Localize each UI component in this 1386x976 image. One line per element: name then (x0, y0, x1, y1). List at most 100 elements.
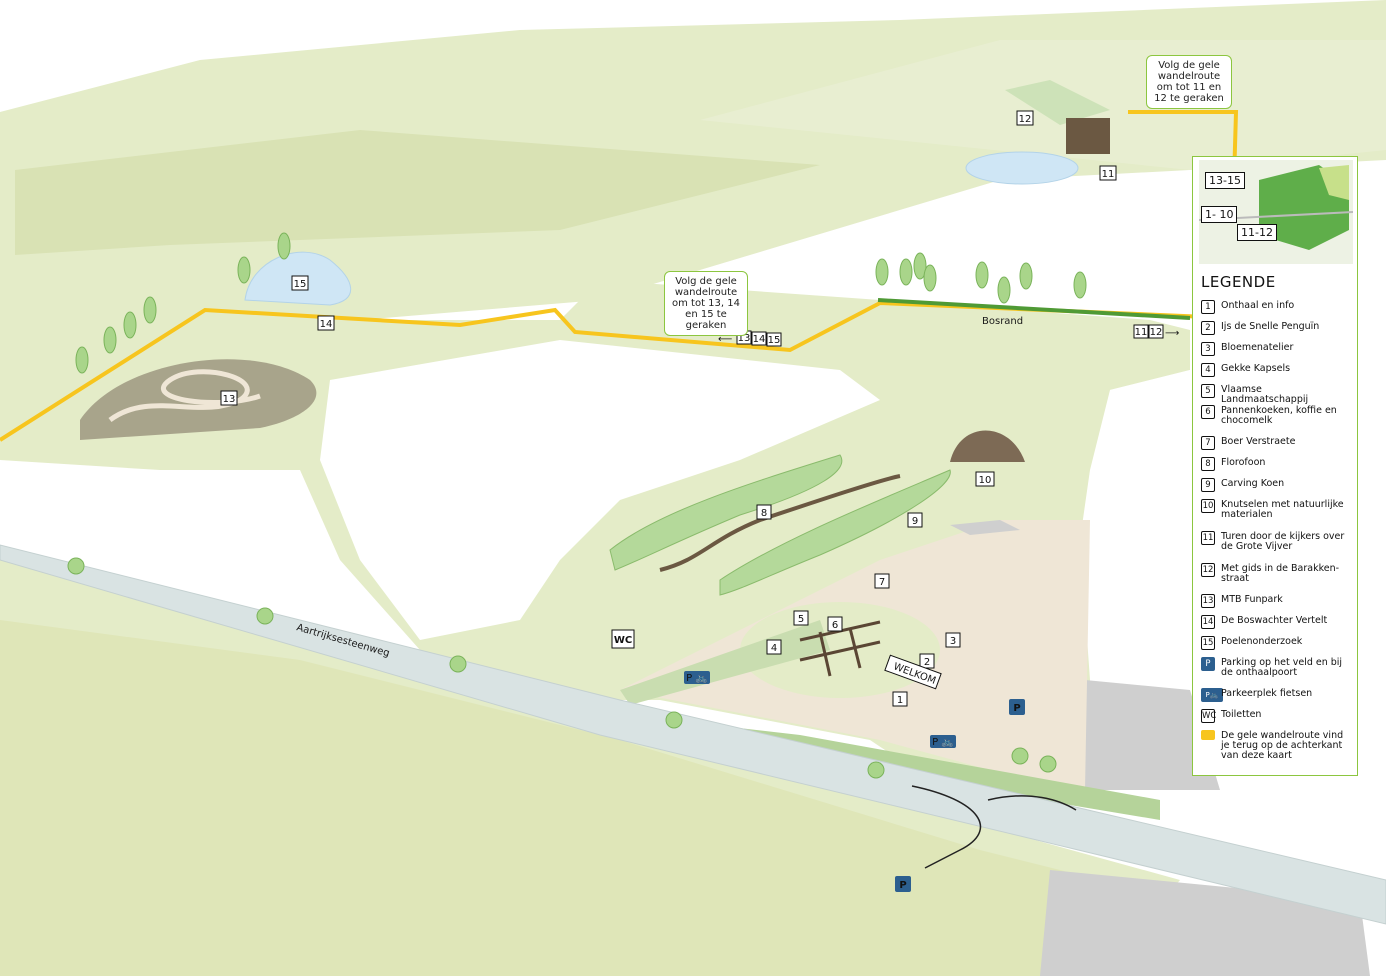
inset-label-13-15: 13-15 (1205, 172, 1245, 189)
svg-text:10: 10 (979, 475, 992, 486)
inset-map: 13-15 1- 10 11-12 (1199, 160, 1353, 264)
marker-9: 9 (907, 512, 923, 528)
hedge-8-south (719, 469, 951, 596)
field-south-dark (0, 620, 1100, 976)
legend-text: Vlaamse Landmaatschappij (1221, 384, 1309, 405)
marker-12: 12 (1016, 110, 1034, 126)
marker-14: 14 (317, 315, 335, 331)
deer-mound (950, 430, 1025, 462)
legend-key: 13 (1201, 594, 1215, 608)
marker-13: 13 (220, 390, 238, 406)
legend-text: De Boswachter Vertelt (1221, 615, 1328, 626)
legend-text: Knutselen met natuurlijke materialen (1221, 499, 1344, 520)
observation-hut (1066, 118, 1110, 154)
inset-label-1-10: 1- 10 (1201, 206, 1238, 223)
legend-key: 4 (1201, 363, 1215, 377)
white-clearing (320, 340, 880, 640)
legend-key: 10 (1201, 499, 1215, 513)
svg-text:12: 12 (1019, 114, 1032, 125)
bosrand-label: Bosrand (982, 316, 1023, 327)
marker-11: 11 (1099, 165, 1117, 181)
legend-key (1201, 730, 1215, 740)
legend-text: Florofoon (1221, 457, 1266, 468)
legend-key: 8 (1201, 457, 1215, 471)
grey-pad (950, 520, 1020, 535)
legend-key: 7 (1201, 436, 1215, 450)
field-strip (15, 130, 820, 255)
svg-text:14: 14 (320, 319, 333, 330)
legend-key: 9 (1201, 478, 1215, 492)
yellow-route (0, 300, 1231, 442)
hedge-8-north (609, 454, 843, 571)
mtb-track (108, 369, 261, 423)
marker-6: 6 (827, 616, 843, 632)
svg-text:5: 5 (798, 614, 804, 625)
marker-2: 2 (919, 653, 935, 669)
marker-4: 4 (766, 639, 782, 655)
legend-text: Gekke Kapsels (1221, 363, 1291, 374)
svg-text:13: 13 (223, 394, 236, 405)
legend-text: Turen door de kijkers over de Grote Vijv… (1221, 531, 1345, 552)
map-markers: 1 2 3 4 5 6 7 8 9 10 11 12 13 14 15 (220, 110, 1117, 707)
marker-1: 1 (892, 691, 908, 707)
legend-text: MTB Funpark (1221, 594, 1283, 605)
grote-vijver (965, 151, 1079, 185)
route-bubble-middle: Volg de gele wandelroute om tot 13, 14 e… (664, 271, 748, 336)
svg-text:15: 15 (294, 279, 307, 290)
svg-text:11: 11 (1135, 327, 1148, 338)
legend-key: 3 (1201, 342, 1215, 356)
legend-text: De gele wandelroute vind je terug op de … (1221, 730, 1344, 761)
white-north-east (1110, 370, 1190, 470)
svg-text:3: 3 (950, 636, 956, 647)
tree-line (75, 232, 1087, 374)
svg-text:WC: WC (614, 635, 632, 646)
svg-text:15: 15 (768, 335, 781, 346)
legend-text: Ijs de Snelle Penguïn (1221, 321, 1320, 332)
pointer-11-12: 11 12 ⟶ (1133, 324, 1179, 339)
legend-key: WC (1201, 709, 1217, 723)
inset-label-11-12: 11-12 (1237, 224, 1277, 241)
traffic-arrow-2 (987, 795, 1077, 811)
legend-text: Poelenonderzoek (1221, 636, 1303, 647)
legend-title: LEGENDE (1201, 273, 1276, 291)
svg-text:1: 1 (897, 695, 903, 706)
svg-text:2: 2 (924, 657, 930, 668)
svg-text:⟶: ⟶ (1165, 328, 1179, 339)
marker-15: 15 (291, 275, 309, 291)
svg-text:9: 9 (912, 516, 918, 527)
legend-key: 6 (1201, 405, 1215, 419)
svg-text:⟵: ⟵ (718, 334, 732, 345)
wc-marker: WC (611, 629, 635, 649)
legend-key: 12 (1201, 563, 1215, 577)
grey-lot-2 (1085, 680, 1220, 790)
legend-text: Met gids in de Barakken-straat (1221, 563, 1340, 584)
legend-key: P (1201, 657, 1215, 671)
legend-key: 14 (1201, 615, 1215, 629)
legend-key: P🚲 (1201, 688, 1223, 702)
barakken-field (1005, 80, 1110, 125)
svg-text:14: 14 (753, 334, 766, 345)
svg-text:11: 11 (1102, 169, 1115, 180)
road (0, 544, 1386, 925)
legend-key: 11 (1201, 531, 1215, 545)
legend-text: Bloemenatelier (1221, 342, 1294, 353)
svg-text:P: P (899, 880, 906, 891)
svg-text:7: 7 (879, 577, 885, 588)
legend-key: 2 (1201, 321, 1215, 335)
marker-3: 3 (945, 632, 961, 648)
svg-text:P 🚲: P 🚲 (932, 737, 954, 748)
svg-text:13: 13 (738, 333, 751, 344)
parking-marker-1: P (1009, 699, 1025, 715)
legend-key: 15 (1201, 636, 1215, 650)
road-trees (67, 557, 1057, 779)
svg-text:6: 6 (832, 620, 838, 631)
legend-text: Parking op het veld en bij de onthaalpoo… (1221, 657, 1343, 678)
svg-text:P: P (1013, 703, 1020, 714)
marker-5: 5 (793, 610, 809, 626)
legend-text: Pannenkoeken, koffie en chocomelk (1221, 405, 1337, 426)
bike-parking-marker-1: P 🚲 (684, 671, 710, 684)
legend-text: Carving Koen (1221, 478, 1285, 489)
legend-text: Boer Verstraete (1221, 436, 1296, 447)
